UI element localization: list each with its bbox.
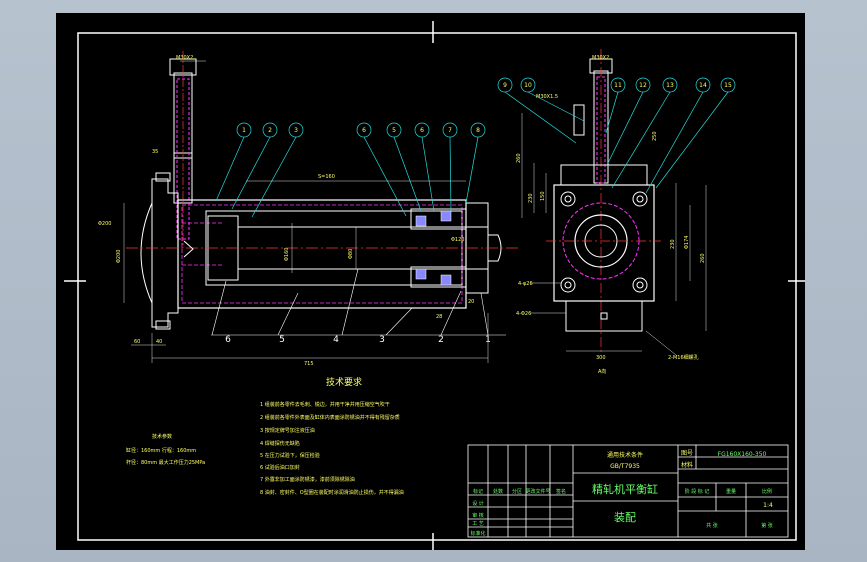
title-sub: 装配 (614, 511, 636, 524)
balloon-label: 1 (242, 127, 246, 134)
dim-left-dia: Φ200 (98, 221, 111, 227)
title-header-cell: 签名 (556, 488, 566, 495)
dim-r: 20 (468, 299, 474, 305)
part-label: 3 (379, 335, 385, 345)
dim-h: 260 (516, 153, 522, 163)
view-label: A向 (598, 368, 606, 375)
dim-flange: Φ200 (116, 250, 122, 263)
tech-note-item: 7 外露非加工面涂防锈漆，漆前须除锈除油 (260, 476, 355, 483)
title-mid-cell: 重量 (726, 488, 736, 495)
dim-stroke: S=160 (318, 174, 335, 180)
tech-notes-title: 技术要求 (326, 376, 362, 388)
cad-viewport[interactable]: 1 2 3 6 5 6 7 8 6 5 4 3 2 1 (56, 13, 805, 550)
balloon-label: 8 (476, 127, 480, 134)
balloon-label: 7 (448, 127, 452, 134)
balloon-label: 11 (614, 82, 622, 89)
title-header-cell: 分区 (512, 488, 522, 495)
title-drawing-no-label: 图号 (681, 450, 693, 457)
tech-note-item: 8 油封、密封件、O型圈在装配时涂润滑油防止损伤，并不得漏油 (260, 489, 404, 496)
balloon-label: 12 (639, 82, 647, 89)
balloon-label: 6 (420, 127, 424, 134)
dim-w: 28 (436, 314, 442, 320)
title-header-cell: 更改文件号 (525, 488, 550, 495)
title-material-label: 材料 (681, 461, 693, 469)
dim-rod-end: Φ120 (451, 237, 464, 243)
title-name: 精轧机平衡缸 (592, 482, 658, 496)
part-label: 2 (438, 335, 444, 345)
balloon-label: 15 (724, 82, 732, 89)
title-drawing-no: FG160X160-350 (718, 451, 767, 458)
dim-thread: M30X2 (592, 55, 609, 61)
dim-side: 35 (152, 149, 158, 155)
part-label: 6 (225, 335, 231, 345)
drawing-canvas: 1 2 3 6 5 6 7 8 6 5 4 3 2 1 (64, 21, 805, 550)
dim-thread: M30X2 (176, 55, 193, 61)
dim-bore: Φ160 (284, 248, 290, 261)
balloon-label: 10 (524, 82, 532, 89)
dim-thread-fine: M30X1.5 (536, 94, 558, 100)
balloon-label: 9 (503, 82, 507, 89)
tech-params: 技术参数 缸径：160mm 行程：160mm 杆径：80mm 最大工作压力25M… (126, 433, 205, 466)
title-standard-no: GB/T7935 (610, 463, 640, 470)
dim-h: 230 (528, 193, 534, 203)
tech-note-item: 2 组装前各零件外表面及缸体内表面涂防锈油并不得有残留杂质 (260, 414, 400, 421)
balloon-label: 3 (294, 127, 298, 134)
title-block: 通用技术条件 GB/T7935 图号 材料 1:4 FG160X160-350 … (467, 444, 789, 538)
tech-note-item: 5 在压力试验下，保压检验 (260, 452, 320, 459)
drawing-frame (64, 21, 805, 550)
dim-holes: 4-Φ26 (516, 311, 531, 317)
tech-params-line: 杆径：80mm 最大工作压力25MPa (126, 459, 205, 466)
part-label: 5 (279, 335, 285, 345)
title-bottom-cell: 共 张 (706, 522, 718, 529)
title-header-cell: 处数 (493, 488, 503, 495)
dim-holes: 4-φ26 (518, 281, 533, 287)
balloon-label: 6 (362, 127, 366, 134)
tech-params-line: 缸径：160mm 行程：160mm (126, 447, 196, 454)
tech-note-item: 1 组装前各零件去毛刺、锐边，并用干净并用压缩空气吹干 (260, 401, 390, 408)
dim-h: 250 (652, 131, 658, 141)
side-view: 9 10 11 12 13 14 15 M30X2 M30X1.5 300 4-… (497, 49, 736, 375)
balloon-label: 5 (392, 127, 396, 134)
dim-total: 715 (304, 361, 314, 367)
front-view: 1 2 3 6 5 6 7 8 6 5 4 3 2 1 (98, 51, 518, 367)
title-row-label: 标准化 (470, 530, 485, 537)
dim-h: 260 (700, 253, 706, 263)
dim-width: 300 (596, 355, 606, 361)
tech-params-title: 技术参数 (152, 433, 172, 440)
title-standard: 通用技术条件 (607, 451, 643, 459)
title-row-label: 工 艺 (472, 521, 484, 527)
title-scale: 1:4 (763, 502, 773, 509)
tech-note-item: 3 按规定牌号加注液压油 (260, 427, 315, 434)
dim-h: 230 (670, 239, 676, 249)
dim-h: 150 (540, 191, 546, 201)
tech-notes: 技术要求 1 组装前各零件去毛刺、锐边，并用干净并用压缩空气吹干 2 组装前各零… (260, 376, 404, 496)
tech-note-item: 4 焊缝探伤无缺陷 (260, 440, 300, 447)
dim-left: 60 (134, 339, 140, 345)
title-bottom-cell: 第 张 (761, 522, 773, 529)
dim-rod: Φ80 (348, 249, 354, 259)
tech-note-item: 6 试验后油口加封 (260, 464, 300, 471)
balloon-label: 13 (666, 82, 674, 89)
title-header-cell: 标记 (473, 488, 483, 495)
dim-pitch: Φ174 (684, 236, 690, 249)
dim-bottom: 40 (156, 339, 162, 345)
part-label: 4 (333, 335, 339, 345)
title-row-label: 审 核 (472, 512, 484, 519)
balloon-label: 2 (268, 127, 272, 134)
title-mid-cell: 阶 段 标 记 (685, 488, 710, 495)
dim-tap: 2-M16细螺孔 (668, 354, 699, 361)
title-mid-cell: 比例 (762, 488, 772, 495)
balloon-label: 14 (699, 82, 707, 89)
title-row-label: 设 计 (472, 500, 484, 507)
